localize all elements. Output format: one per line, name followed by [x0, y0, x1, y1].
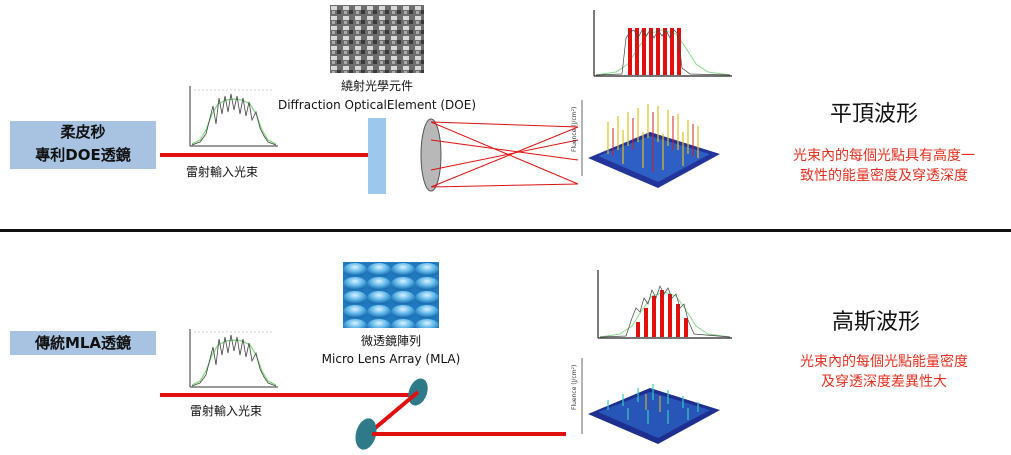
flattop-desc-line2: 致性的能量密度及穿透深度 [800, 168, 968, 184]
doe-surface-image [330, 5, 424, 73]
doe-name-cn: 繞射光學元件 [340, 79, 413, 93]
mla-label-text: 傳統MLA透鏡 [34, 334, 132, 352]
top-laser-label: 雷射輸入光束 [186, 165, 259, 179]
gaussian-description: 光束內的每個光點能量密度 及穿透深度差異性大 [764, 352, 1004, 392]
doe-label-line1: 柔皮秒 [60, 123, 106, 141]
bottom-input-beam-profile [189, 329, 278, 388]
flattop-description: 光束內的每個光點具有高度一 致性的能量密度及穿透深度 [764, 146, 1004, 186]
doe-label-line2: 專利DOE透鏡 [35, 146, 131, 164]
bottom-laser-label: 雷射輸入光束 [190, 404, 263, 418]
bottom-gaussian-profile [597, 270, 732, 339]
bottom-3d-fluence-plot: Fluence (J/cm²) [571, 358, 720, 444]
gaussian-desc-line1: 光束內的每個光點能量密度 [800, 354, 968, 370]
flattop-desc-line1: 光束內的每個光點具有高度一 [793, 148, 975, 164]
gaussian-desc-line2: 及穿透深度差異性大 [821, 374, 947, 390]
top-3d-fluence-plot: Fluence (J/cm²) [571, 100, 720, 188]
flattop-waveform-title: 平頂波形 [830, 102, 919, 127]
top-plot-axis-label: Fluence (J/cm²) [571, 107, 578, 152]
mla-lens-lower [355, 418, 377, 450]
mla-optics-diagram [160, 378, 566, 450]
focus-lens [420, 118, 442, 192]
top-flattop-profile [593, 10, 732, 77]
gaussian-waveform-title: 高斯波形 [832, 310, 921, 335]
mla-label-box: 傳統MLA透鏡 [10, 331, 156, 355]
bottom-plot-axis-label: Fluence (J/cm²) [571, 365, 578, 410]
mla-surface-image [343, 262, 439, 328]
doe-label-box: 柔皮秒 專利DOE透鏡 [10, 121, 156, 169]
doe-name-en: Diffraction OpticalElement (DOE) [277, 98, 477, 112]
mla-name-cn: 微透鏡陣列 [360, 334, 421, 348]
mla-reflected-beam [366, 390, 420, 436]
top-input-beam-profile [189, 86, 278, 147]
doe-optics-diagram [160, 118, 579, 194]
section-divider [0, 229, 1011, 232]
doe-plate [368, 118, 386, 194]
mla-name-en: Micro Lens Array (MLA) [321, 352, 461, 366]
